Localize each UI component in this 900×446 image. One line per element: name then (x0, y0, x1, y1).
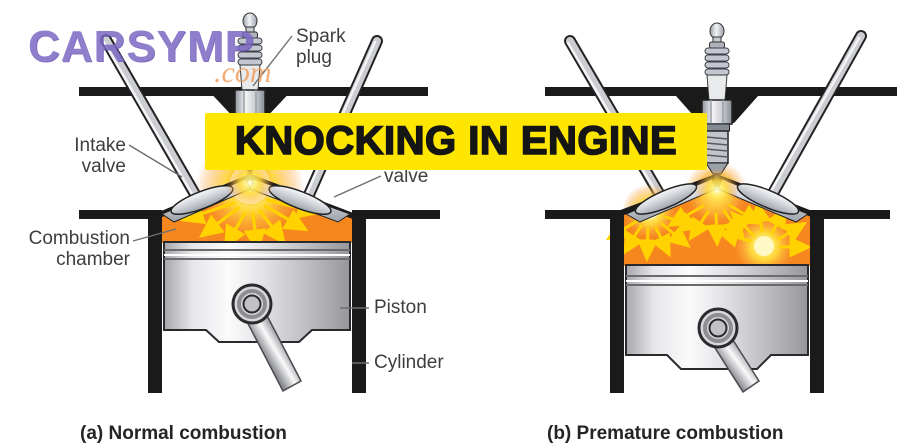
spark-plug-label: Spark plug (296, 26, 346, 68)
wrist-pin-left (231, 283, 273, 325)
left-engine-normal-combustion (79, 12, 440, 393)
exhaust-valve-label: valve (384, 166, 429, 187)
caption-normal-combustion: (a) Normal combustion (80, 423, 287, 444)
piston-label: Piston (374, 297, 427, 318)
label-pointer-lines (128, 35, 382, 364)
wrist-pin-right (697, 307, 739, 349)
right-engine-premature-combustion (545, 22, 897, 394)
page-title: KNOCKING IN ENGINE (234, 118, 678, 164)
cylinder-label: Cylinder (374, 352, 444, 373)
exhaust-valve-stem-right (766, 30, 867, 201)
cylinder-walls-left (79, 210, 440, 393)
piston-right (625, 264, 809, 394)
title-banner: KNOCKING IN ENGINE (205, 113, 707, 170)
intake-valve-stem-left (100, 34, 202, 202)
piston-left (163, 241, 351, 393)
intake-valve-label: Intake valve (74, 135, 126, 177)
caption-premature-combustion: (b) Premature combustion (547, 423, 784, 444)
cylinder-walls-right (545, 210, 890, 393)
combustion-chamber-label: Combustion chamber (28, 228, 130, 270)
